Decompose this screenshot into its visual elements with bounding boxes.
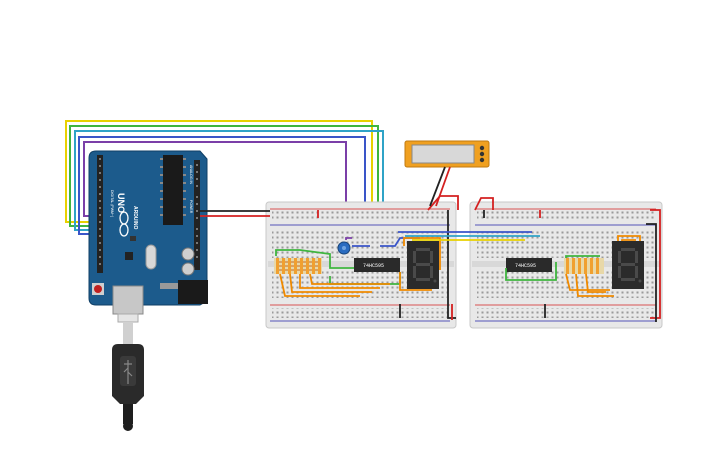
capacitor-2 [181,262,195,276]
wire-purple [83,141,347,246]
digital-header-holes [99,158,101,265]
wire-yellow [65,120,373,238]
potentiometer[interactable] [337,241,351,255]
arduino-model: UNO [116,193,126,213]
power-wires [200,195,661,322]
arduino-uno[interactable]: UNO ARDUINO DIGITAL (PWM~) POWER ANALOG … [88,150,208,315]
atmega-pins [160,158,186,216]
seven-segment-right [612,241,644,289]
analog-label: ANALOG IN [189,165,193,185]
shift-register-left: 74HC595 [354,258,400,272]
wire-cyan [74,130,384,238]
power-header-holes [196,164,198,258]
power-header [194,160,200,270]
resistor-array-right [564,258,604,274]
wiring-left [275,237,441,297]
crystal [145,244,157,270]
resistor-array-left [274,258,322,274]
lcd-module [404,140,490,207]
power-label: POWER [189,200,193,214]
usb-port [112,285,144,315]
barrel-jack-tab [160,283,178,289]
barrel-jack-icon [178,280,208,304]
chip-label-left: 74HC595 [363,263,384,269]
chip-label-right: 74HC595 [515,263,536,269]
reset-button-icon[interactable] [92,283,104,295]
digital-label: DIGITAL (PWM~) [110,190,114,217]
usb-plug-icon [112,313,144,431]
arduino-signal-wires [65,120,384,246]
arduino-logo [119,211,129,237]
shift-register-right: 74HC595 [506,258,552,272]
interboard-wires [398,231,540,241]
atmega-chip [163,155,183,225]
small-chip-2 [130,236,136,241]
wire-blue [78,136,366,238]
seven-segment-left [407,241,439,289]
arduino-brand: ARDUINO [132,206,138,229]
capacitor-1 [181,247,195,261]
small-chip [125,252,133,260]
